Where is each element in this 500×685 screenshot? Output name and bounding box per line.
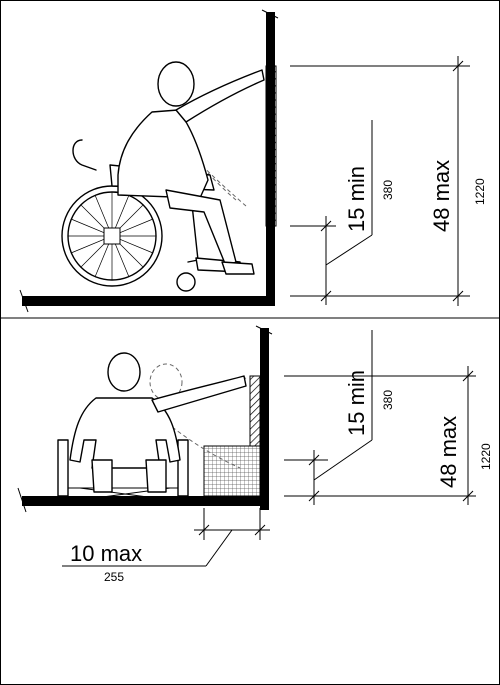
bottom-person — [69, 352, 247, 493]
bottom-min-label: 15 min — [344, 370, 369, 436]
bottom-depth-label: 10 max — [70, 541, 142, 566]
bottom-figure: 15 min 380 48 max 1220 10 max 255 — [17, 325, 493, 584]
bottom-min-dimension: 15 min 380 — [284, 330, 395, 505]
top-max-mm: 1220 — [473, 178, 487, 205]
bottom-max-dimension: 48 max 1220 — [284, 366, 493, 505]
bottom-min-mm: 380 — [381, 390, 395, 410]
bottom-obstruction — [203, 445, 261, 497]
top-person — [117, 61, 265, 275]
bottom-depth-dimension: 10 max 255 — [62, 508, 270, 584]
top-max-dimension: 48 max 1220 — [290, 56, 487, 306]
bottom-max-mm: 1220 — [479, 443, 493, 470]
top-floor — [22, 296, 275, 306]
top-figure: 15 min 380 48 max 1220 — [19, 9, 487, 313]
top-max-label: 48 max — [429, 160, 454, 232]
top-min-mm: 380 — [381, 180, 395, 200]
top-min-label: 15 min — [344, 166, 369, 232]
bottom-wall — [260, 328, 269, 510]
top-min-dimension: 15 min 380 — [290, 120, 395, 305]
bottom-depth-mm: 255 — [104, 570, 124, 584]
bottom-floor — [22, 496, 269, 506]
bottom-max-label: 48 max — [436, 416, 461, 488]
top-wall-control — [265, 65, 277, 227]
